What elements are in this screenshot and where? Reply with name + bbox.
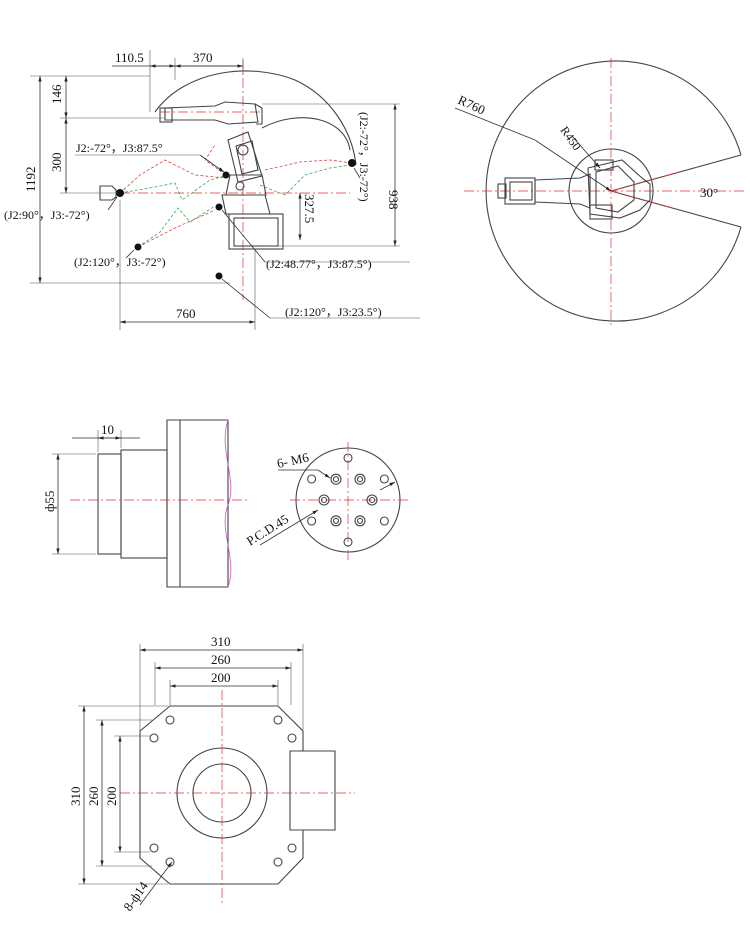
flange-outer-hole — [343, 453, 353, 463]
base-width-200: 200 — [211, 670, 231, 685]
dim-370: 370 — [193, 50, 213, 65]
base-mounting-holes — [149, 715, 297, 867]
flange-thread-hole-inner — [332, 476, 340, 483]
pose-label-3: (J2:120°，J3:-72°) — [74, 255, 166, 269]
dim-110-5: 110.5 — [115, 50, 144, 65]
flange-thread-hole-inner — [332, 517, 340, 524]
base-bolt-hole — [165, 715, 175, 725]
pose-label-2: (J2:90°，J3:-72°) — [4, 208, 90, 222]
flange-face-view: 6- M6 P.C.D.45 — [244, 442, 410, 560]
flange-thread-hole — [354, 515, 366, 527]
pose-label-6: (J2:-72°，J3:-72°) — [357, 112, 371, 202]
top-view: R760 R450 30° — [454, 58, 745, 325]
base-width-310: 310 — [211, 634, 231, 649]
pose-label-1: J2:-72°，J3:87.5° — [76, 141, 163, 155]
flange-outer-hole — [343, 537, 353, 547]
base-bolt-hole — [287, 843, 297, 853]
base-bolt-hole — [149, 843, 159, 853]
dim-938: 938 — [386, 190, 401, 210]
flange-outer-hole — [307, 474, 317, 484]
flange-thread-hole — [330, 515, 342, 527]
flange-thread-hole-inner — [320, 496, 328, 504]
top-robot-body — [497, 159, 651, 220]
pose-label-4: (J2:48.77°，J3:87.5°) — [266, 257, 372, 271]
flange-thickness-label: 10 — [101, 422, 114, 437]
flange-pcd-label: P.C.D.45 — [244, 511, 291, 548]
base-height-310: 310 — [68, 787, 83, 807]
flange-outer-hole — [379, 474, 389, 484]
flange-thread-hole — [318, 494, 330, 506]
base-height-260: 260 — [86, 787, 101, 807]
base-bolt-hole — [287, 733, 297, 743]
workspace-inner-arc — [261, 117, 351, 151]
base-bolt-hole — [149, 733, 159, 743]
top-angle-label: 30° — [700, 185, 718, 200]
flange-thread-hole-inner — [368, 496, 376, 504]
flange-outer-hole — [379, 516, 389, 526]
flange-side-view: 10 ф55 — [42, 419, 248, 588]
base-outline — [139, 705, 304, 885]
flange-thread-hole-inner — [356, 476, 364, 483]
dim-327-5: 327.5 — [302, 194, 317, 223]
pose-label-5: (J2:120°，J3:23.5°) — [285, 305, 382, 319]
workspace-envelope — [154, 70, 357, 166]
base-bolt-hole — [273, 857, 283, 867]
base-width-260: 260 — [211, 652, 231, 667]
flange-bolt-holes — [307, 453, 389, 547]
flange-thread-hole — [330, 473, 342, 485]
flange-diameter-label: ф55 — [42, 491, 57, 512]
flange-thread-hole — [366, 494, 378, 506]
dim-760: 760 — [176, 306, 196, 321]
top-radius-label: R760 — [456, 92, 488, 118]
flange-outer-hole — [307, 516, 317, 526]
robot-side-body — [159, 101, 284, 250]
flange-thread-label: 6- M6 — [276, 449, 311, 470]
flange-thread-hole-inner — [356, 517, 364, 524]
dim-1192: 1192 — [23, 166, 38, 192]
base-height-200: 200 — [104, 787, 119, 807]
side-view: 110.5 370 1192 146 300 938 327.5 760 J2:… — [4, 50, 420, 330]
dim-300: 300 — [49, 153, 64, 173]
base-plan-view: 310 260 200 310 260 200 8-ф14 — [68, 634, 355, 914]
top-inner-radius-label: R450 — [558, 124, 584, 153]
dim-146: 146 — [49, 84, 64, 104]
flange-thread-hole — [354, 473, 366, 485]
base-bolt-hole — [273, 715, 283, 725]
